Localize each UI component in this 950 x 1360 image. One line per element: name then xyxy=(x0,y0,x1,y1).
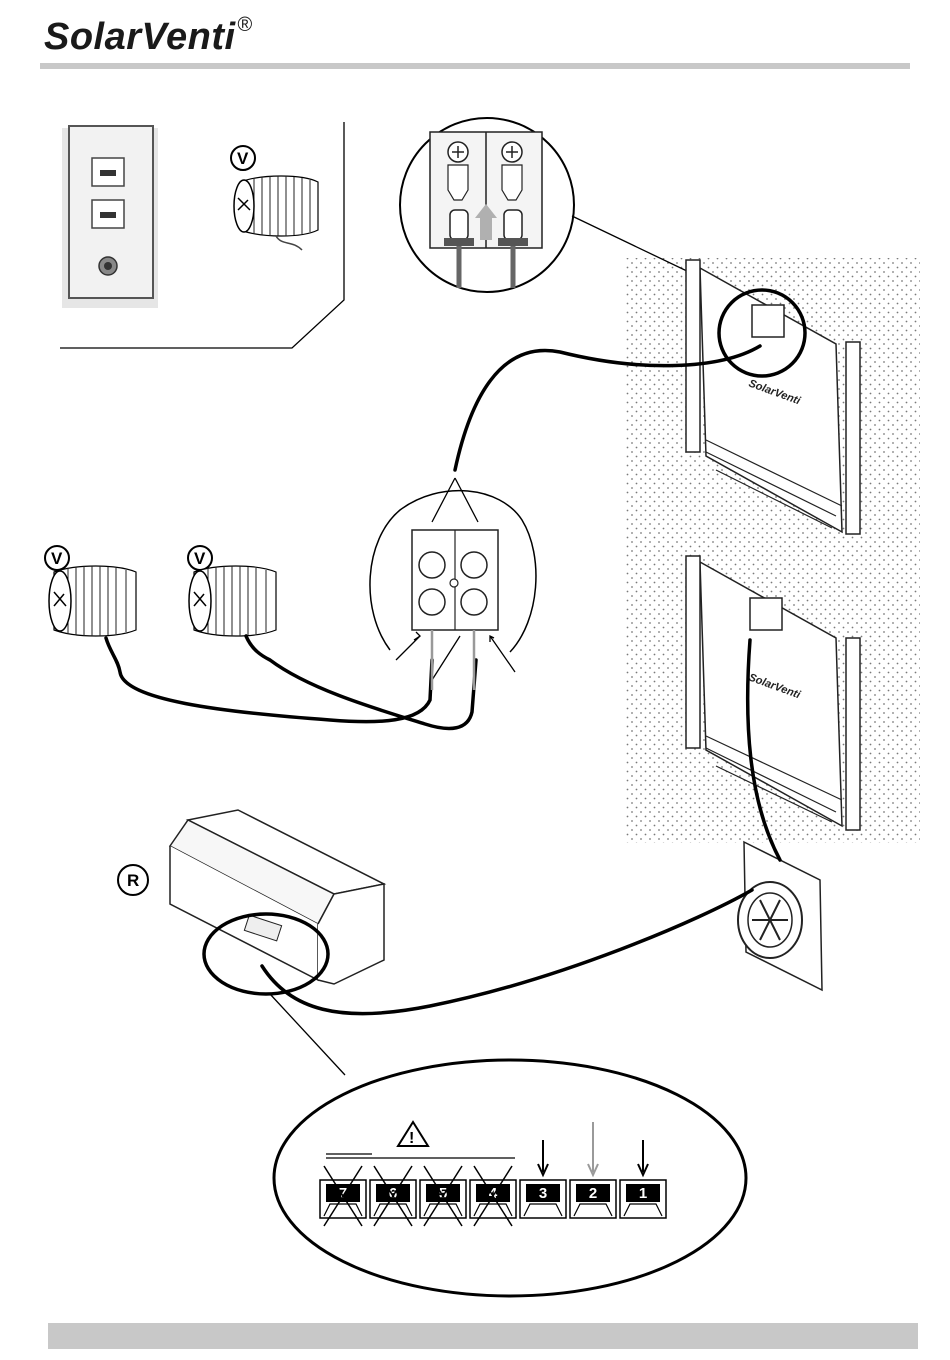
junction-box-lower xyxy=(750,598,782,630)
terminal-number: 2 xyxy=(589,1185,597,1202)
valve-marker-label: V xyxy=(51,549,63,568)
fan-unit xyxy=(738,842,822,990)
valve-coil-middle: V xyxy=(188,546,276,636)
valve-marker-label: V xyxy=(237,149,249,168)
valve-coil-inset: V xyxy=(231,146,318,250)
relay-box: R xyxy=(118,810,384,1075)
warning-mark: ! xyxy=(409,1130,414,1147)
terminal-number: 3 xyxy=(539,1185,547,1202)
zoom-junction-block xyxy=(370,491,536,690)
relay-marker-label: R xyxy=(127,871,139,890)
valve-marker-label: V xyxy=(194,549,206,568)
junction-box-upper xyxy=(752,305,784,337)
terminal-number: 1 xyxy=(639,1185,647,1202)
valve-coil-left: V xyxy=(45,546,136,636)
